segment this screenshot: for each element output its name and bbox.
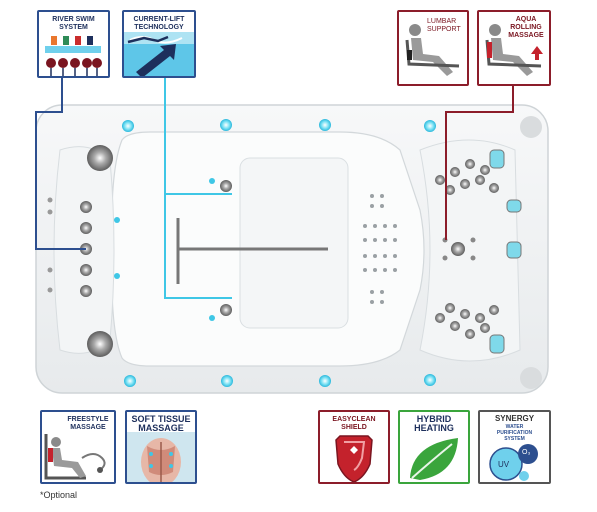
- leaf-icon: [410, 438, 458, 480]
- lounger-jets-upper: [435, 149, 522, 213]
- uv-label: UV: [498, 460, 510, 469]
- lumbar-jet: [451, 242, 465, 256]
- lounger-jets-lower: [435, 303, 505, 354]
- river-swim-system-badge: RIVER SWIM SYSTEM: [37, 10, 110, 78]
- hybrid-label: HYBRID HEATING: [414, 414, 454, 433]
- aqua-rolling-massage-badge: AQUA ROLLING MASSAGE: [477, 10, 551, 86]
- lumbar-figure-icon: [405, 24, 460, 76]
- o3-label: O₃: [522, 449, 531, 456]
- freestyle-massage-badge: FREESTYLE MASSAGE: [40, 410, 116, 484]
- river-swim-jets: [47, 197, 120, 297]
- current-lift-callout-2: [164, 194, 232, 299]
- optional-footnote: *Optional: [40, 490, 78, 500]
- easyclean-label: EASYCLEAN SHIELD: [332, 416, 376, 431]
- easyclean-shield-badge: EASYCLEAN SHIELD: [318, 410, 390, 484]
- rim-lights: [122, 119, 436, 387]
- back-muscles-icon: [127, 432, 195, 482]
- current-lift-icon: [124, 32, 194, 76]
- current-lift-label: CURRENT-LIFT TECHNOLOGY: [133, 16, 185, 31]
- aqua-rolling-callout: [445, 78, 514, 240]
- soft-tissue-massage-badge: SOFT TISSUE MASSAGE: [125, 410, 197, 484]
- current-lift-badge: CURRENT-LIFT TECHNOLOGY: [122, 10, 196, 78]
- freestyle-label: FREESTYLE MASSAGE: [67, 416, 109, 431]
- river-swim-callout: [35, 78, 86, 250]
- freestyle-figure-icon: [44, 434, 106, 480]
- river-swim-icon: [45, 36, 102, 76]
- hybrid-heating-badge: HYBRID HEATING: [398, 410, 470, 484]
- aqua-rolling-label: AQUA ROLLING MASSAGE: [508, 16, 544, 39]
- lumbar-label: LUMBAR SUPPORT: [427, 18, 461, 33]
- lumbar-support-badge: LUMBAR SUPPORT: [397, 10, 469, 86]
- aqua-rolling-figure-icon: [485, 24, 543, 76]
- synergy-label: SYNERGY: [494, 414, 535, 423]
- floor-recess: [239, 157, 349, 329]
- soft-tissue-label: SOFT TISSUE MASSAGE: [131, 414, 191, 433]
- shield-icon: [335, 435, 373, 482]
- purification-bubbles-icon: [489, 444, 538, 481]
- synergy-subtitle: WATER PURIFICATION SYSTEM: [496, 424, 533, 442]
- seat-jets: [363, 194, 397, 304]
- river-swim-label: RIVER SWIM SYSTEM: [52, 16, 95, 31]
- synergy-badge: SYNERGY WATER PURIFICATION SYSTEM UV O₃: [478, 410, 551, 484]
